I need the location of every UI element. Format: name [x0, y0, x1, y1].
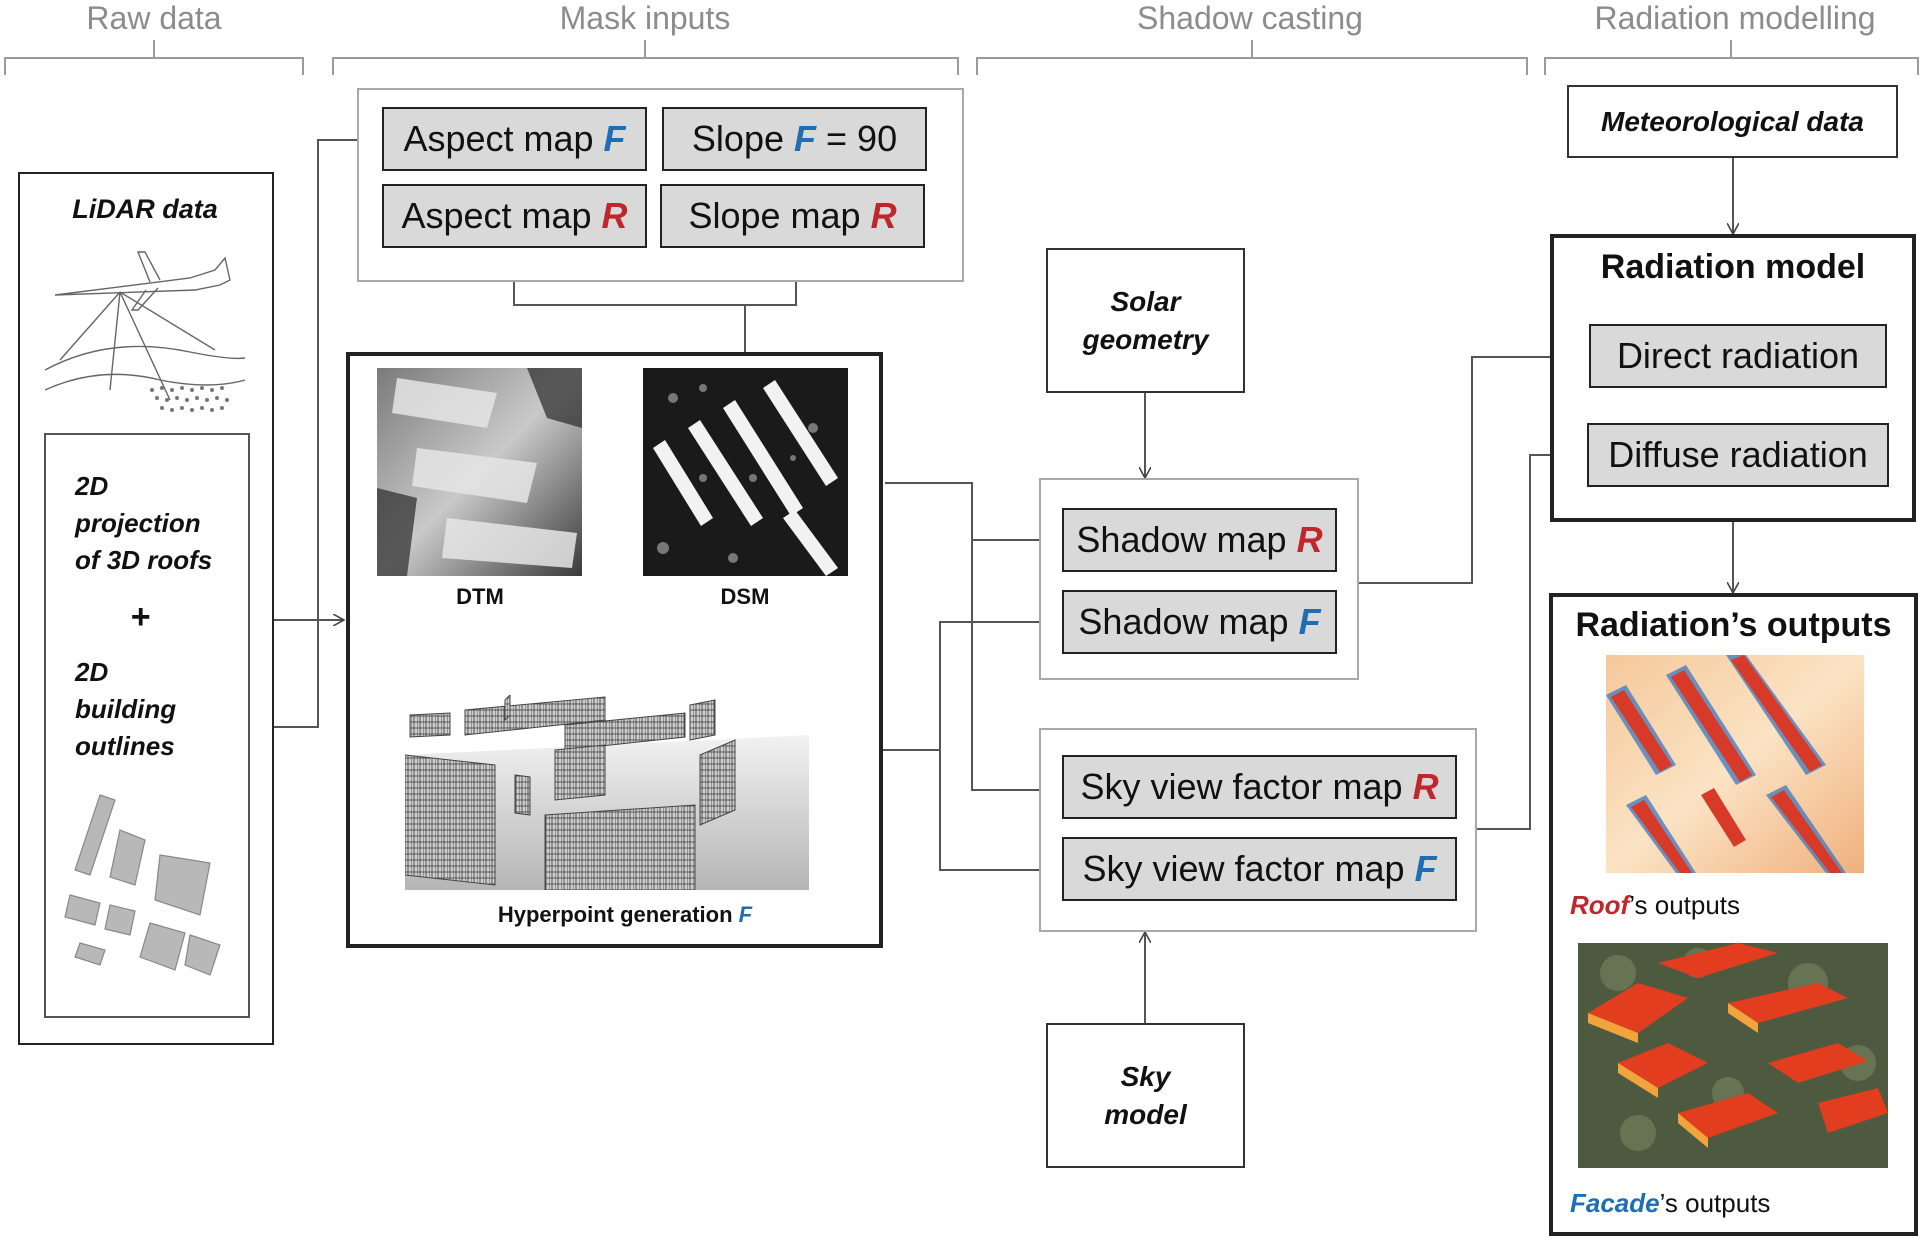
r-marker: R: [601, 195, 628, 236]
dtm-label: DTM: [456, 584, 504, 609]
facade-outputs-image: [1578, 943, 1888, 1168]
r-marker: R: [1412, 766, 1439, 807]
shadow-map-f-box: Shadow map F: [1062, 590, 1337, 654]
diffuse-radiation-box: Diffuse radiation: [1587, 423, 1889, 487]
building-outlines-map: [64, 794, 221, 976]
facade-outputs-caption: Facade’s outputs: [1570, 1188, 1870, 1219]
hyperpoint-caption: Hyperpoint generation F: [480, 902, 770, 928]
building-outlines-line-2: building: [75, 694, 177, 724]
facade-word: Facade: [1570, 1188, 1660, 1218]
slope-map-r-box: Slope map R: [660, 184, 925, 248]
solar-geometry-line-2: geometry: [1082, 323, 1209, 355]
roof-outputs-image: [1606, 655, 1864, 873]
stage-shadow-casting: Shadow casting: [1137, 0, 1363, 36]
sky-view-factor-f-box: Sky view factor map F: [1062, 837, 1457, 901]
radiation-outputs-title: Radiation’s outputs: [1575, 606, 1892, 644]
stage-brackets: [4, 40, 1919, 75]
hyperpoint-3d-image: [405, 695, 809, 890]
roof-projection-text: 2D projection of 3D roofs: [75, 468, 245, 579]
r-marker: R: [870, 195, 897, 236]
building-outlines-text: 2D building outlines: [75, 654, 245, 765]
roof-outputs-caption: Roof’s outputs: [1570, 890, 1870, 921]
building-outlines-line-3: outlines: [75, 731, 175, 761]
slope-value: = 90: [826, 118, 898, 159]
slope-f-box: Slope F = 90: [662, 107, 927, 171]
aspect-map-r-box: Aspect map R: [382, 184, 647, 248]
r-marker: R: [1296, 519, 1323, 560]
stage-raw-data: Raw data: [86, 0, 222, 36]
f-marker: F: [1414, 848, 1437, 889]
roof-caption-rest: ’s outputs: [1629, 890, 1741, 920]
slope-f-label: Slope: [691, 118, 784, 159]
lidar-label: LiDAR data: [72, 194, 218, 224]
direct-radiation-box: Direct radiation: [1589, 324, 1887, 388]
f-marker: F: [794, 118, 816, 159]
shadow-map-r-box: Shadow map R: [1062, 508, 1337, 572]
facade-caption-rest: ’s outputs: [1659, 1188, 1771, 1218]
hyperpoint-label: Hyperpoint generation: [497, 902, 733, 927]
sky-view-factor-f-label: Sky view factor map: [1082, 848, 1405, 889]
stage-mask-inputs: Mask inputs: [559, 0, 731, 36]
f-marker: F: [1298, 601, 1321, 642]
sky-model-line-2: model: [1104, 1098, 1187, 1130]
roof-word: Roof: [1570, 890, 1630, 920]
sky-model-line-1: Sky: [1120, 1060, 1171, 1092]
roof-projection-line-3: of 3D roofs: [75, 545, 213, 575]
plus-sign: +: [130, 598, 150, 636]
dsm-label: DSM: [720, 584, 770, 609]
shadow-map-r-label: Shadow map: [1076, 519, 1287, 560]
roof-projection-line-2: projection: [75, 508, 201, 538]
dsm-image: [643, 368, 848, 576]
building-outlines-line-1: 2D: [75, 657, 109, 687]
shadow-map-f-label: Shadow map: [1078, 601, 1289, 642]
meteorological-data-box: Meteorological data: [1567, 85, 1898, 158]
dtm-image: [377, 368, 582, 576]
sky-model-box: Sky model: [1046, 1023, 1245, 1168]
roof-projection-line-1: 2D: [75, 471, 109, 501]
sky-view-factor-r-box: Sky view factor map R: [1062, 755, 1457, 819]
sky-view-factor-r-label: Sky view factor map: [1080, 766, 1403, 807]
f-marker: F: [738, 902, 753, 927]
f-marker: F: [603, 118, 626, 159]
slope-map-r-label: Slope map: [688, 195, 861, 236]
solar-geometry-box: Solar geometry: [1046, 248, 1245, 393]
lidar-aircraft-sketch: [44, 251, 246, 412]
solar-geometry-line-1: Solar: [1110, 285, 1181, 317]
radiation-model-title: Radiation model: [1600, 248, 1866, 286]
stage-radiation-modelling: Radiation modelling: [1594, 0, 1876, 36]
aspect-map-f-label: Aspect map: [403, 118, 594, 159]
aspect-map-f-box: Aspect map F: [382, 107, 647, 171]
aspect-map-r-label: Aspect map: [401, 195, 592, 236]
